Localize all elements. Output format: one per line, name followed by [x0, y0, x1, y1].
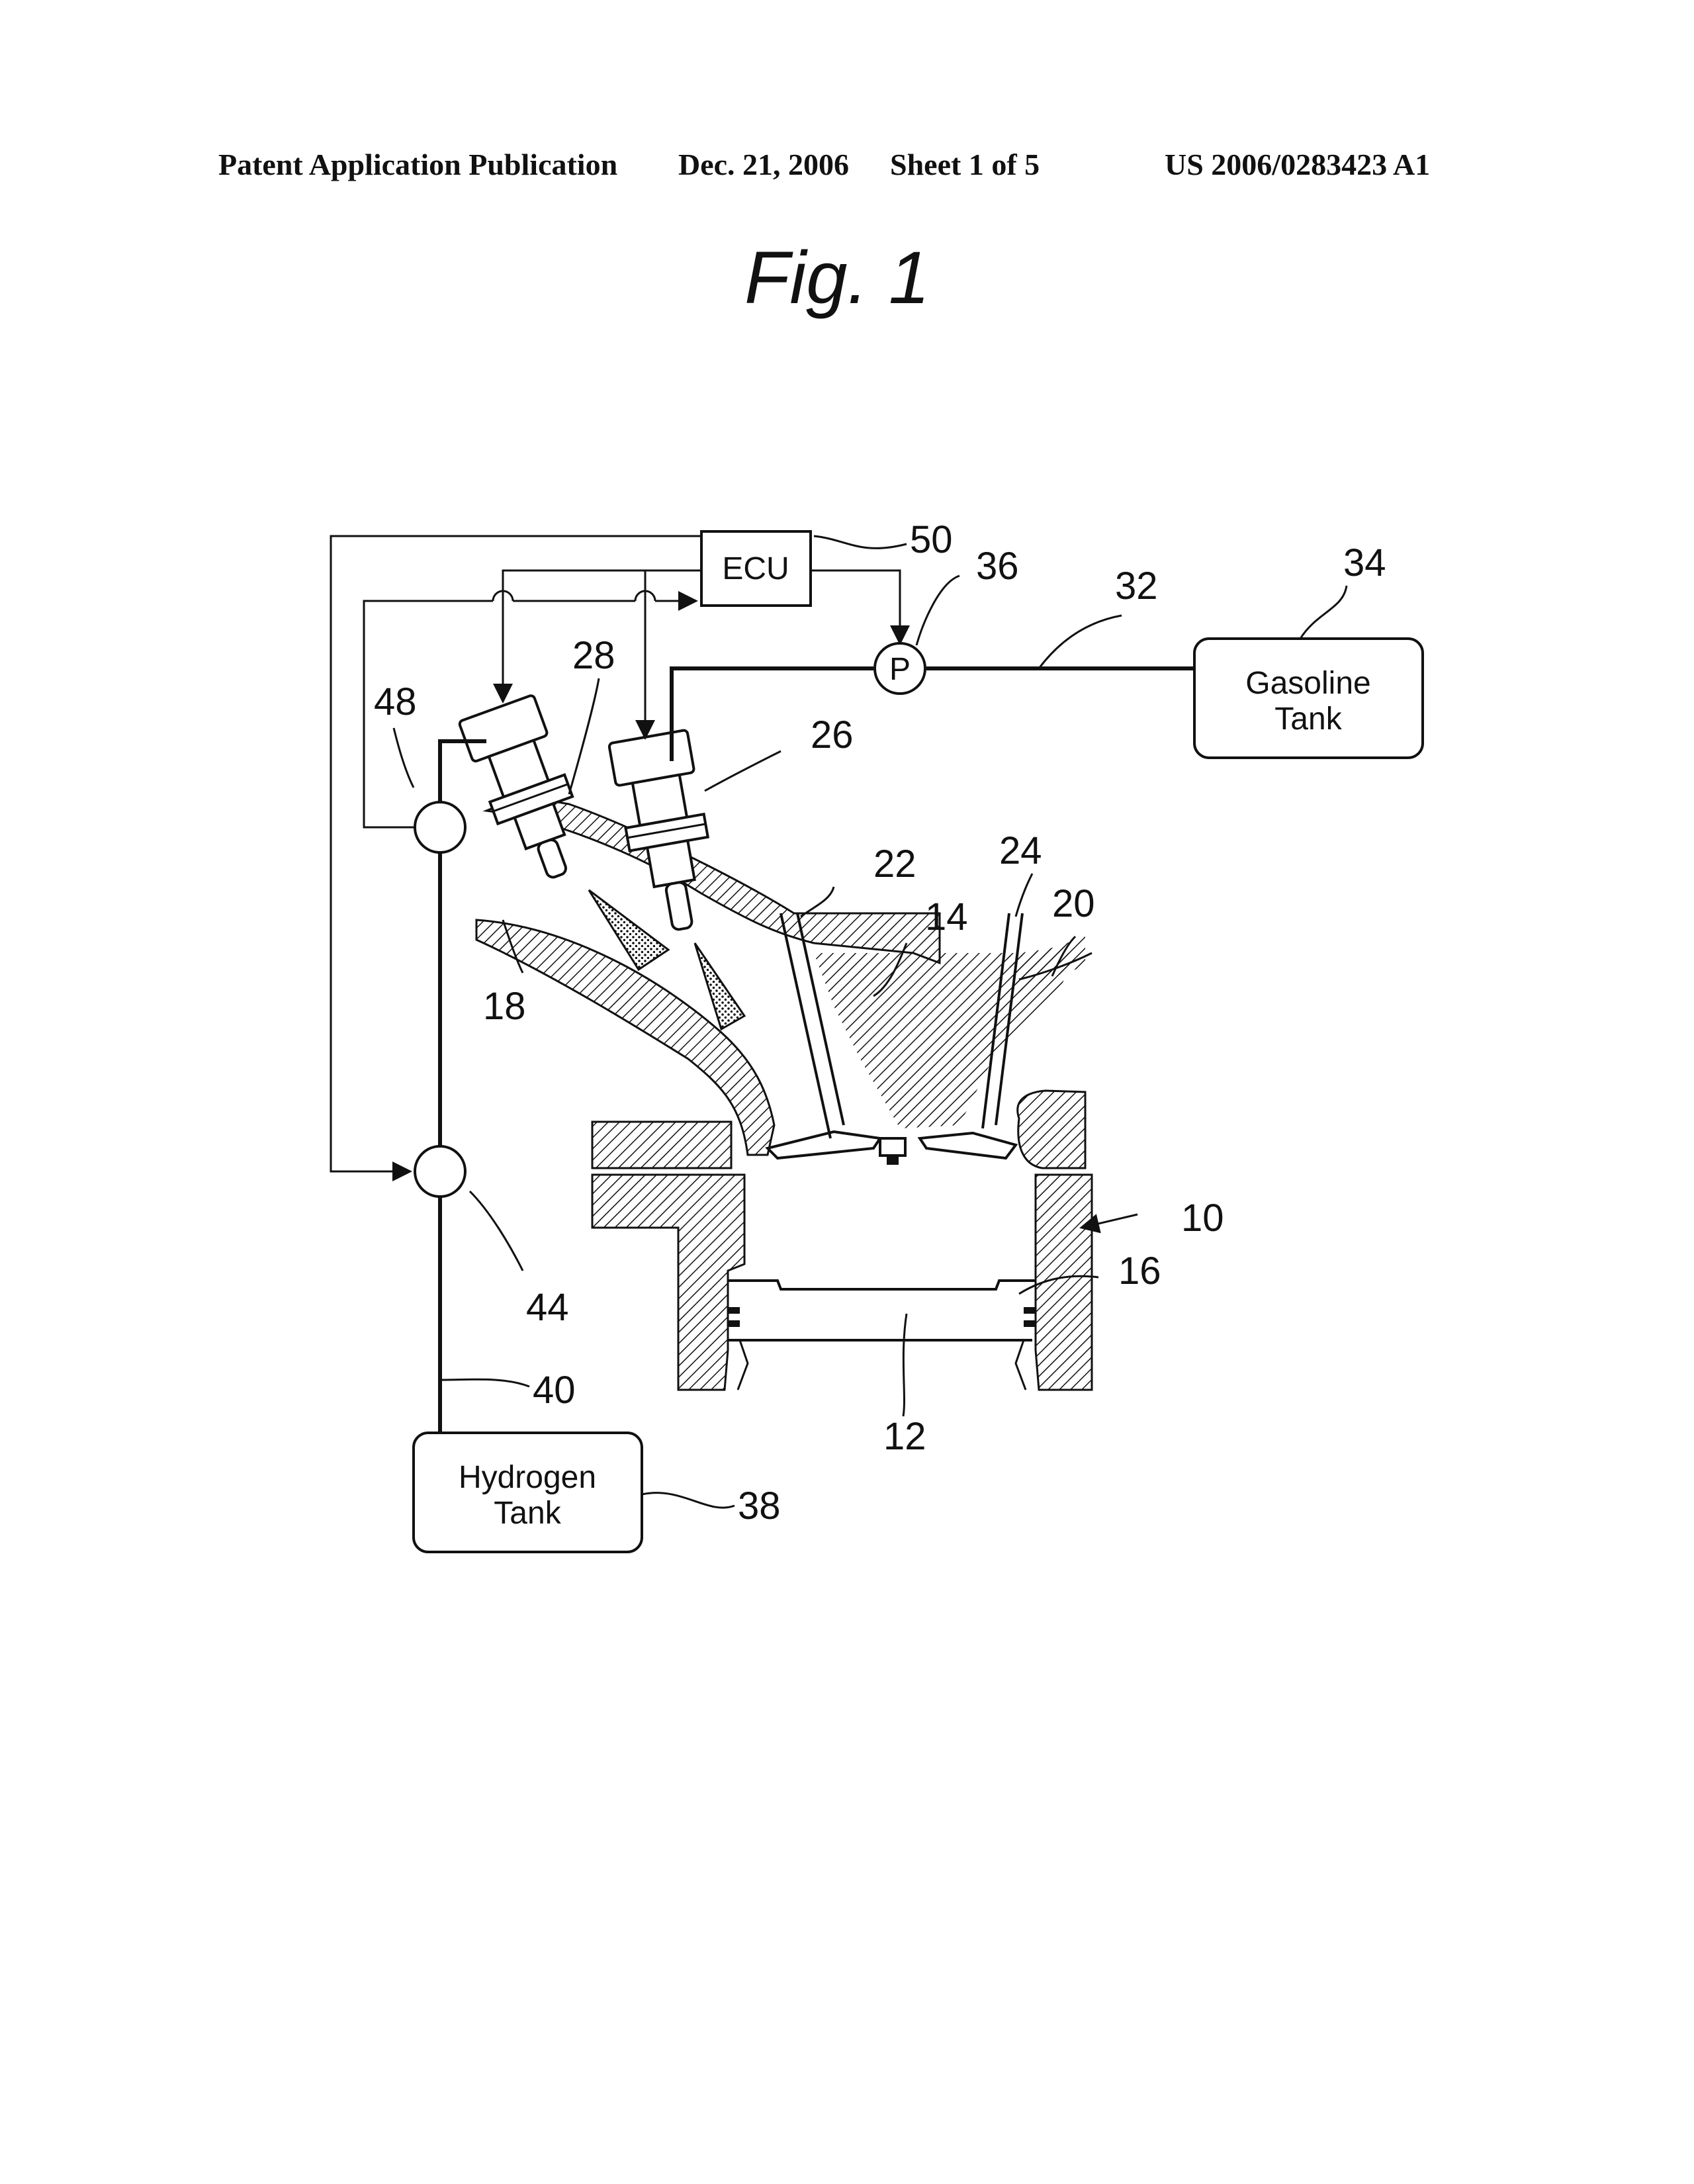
right-head-block — [1018, 1091, 1085, 1168]
ref-34: 34 — [1343, 541, 1386, 584]
hydrogen-tank-label-2: Tank — [494, 1496, 561, 1531]
hydrogen-tank-label-1: Hydrogen — [459, 1460, 596, 1495]
ref-18: 18 — [483, 985, 526, 1028]
intake-valve-head — [768, 1132, 880, 1158]
ecu-label: ECU — [722, 551, 789, 586]
gasoline-injector — [609, 729, 723, 936]
ref-26: 26 — [811, 713, 854, 756]
ecu-to-pump — [811, 570, 900, 643]
ref-24: 24 — [999, 829, 1042, 872]
ref-40: 40 — [533, 1369, 576, 1412]
hydrogen-injector — [459, 694, 596, 890]
ref-50: 50 — [910, 518, 953, 561]
ref-22: 22 — [873, 842, 916, 886]
gasoline-tank-label-1: Gasoline — [1245, 666, 1370, 701]
ref-38: 38 — [738, 1484, 781, 1527]
control-lines — [331, 536, 900, 1171]
ref-28: 28 — [572, 634, 615, 677]
engine-block — [592, 1122, 1092, 1390]
spark-plug — [880, 1138, 905, 1156]
pump-label: P — [889, 652, 911, 687]
intake-port-lower-wall — [476, 920, 774, 1155]
valve-44 — [415, 1146, 465, 1197]
ref-14: 14 — [925, 895, 968, 938]
ref-16: 16 — [1118, 1250, 1161, 1293]
ref-12: 12 — [883, 1415, 926, 1458]
gasoline-tank-label-2: Tank — [1274, 702, 1342, 737]
ref-44: 44 — [526, 1286, 569, 1329]
ref-48: 48 — [374, 680, 417, 723]
exhaust-valve-head — [920, 1133, 1016, 1158]
ref-10: 10 — [1181, 1197, 1224, 1240]
piston — [728, 1281, 1036, 1390]
block-wall-top — [592, 1122, 731, 1168]
ref-20: 20 — [1052, 882, 1095, 925]
sensor-48 — [415, 802, 465, 852]
block-wall-left — [592, 1175, 744, 1390]
ref-32: 32 — [1115, 565, 1158, 608]
ref-36: 36 — [976, 545, 1019, 588]
